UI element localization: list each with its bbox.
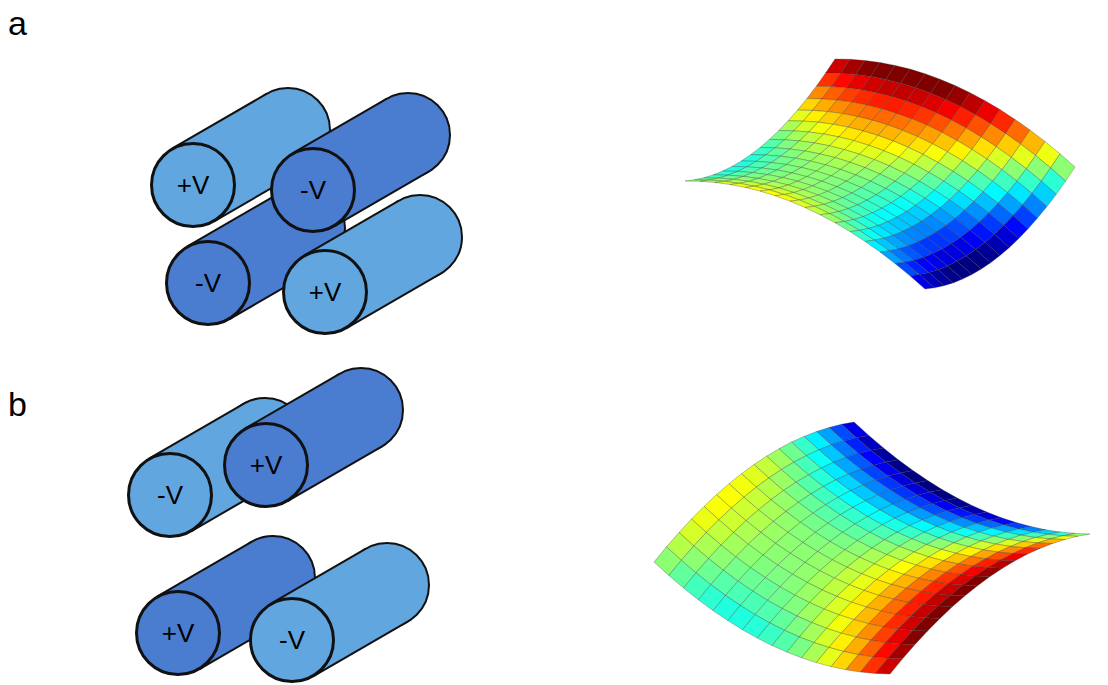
surface-patch: [900, 630, 927, 644]
rod-front: [128, 453, 212, 537]
surface-patch: [988, 560, 1015, 568]
voltage-label: -V: [300, 175, 326, 206]
voltage-label: -V: [157, 480, 183, 511]
surface-patch: [790, 200, 814, 208]
surface-patch: [850, 230, 874, 241]
rod-end: -V: [166, 241, 250, 325]
rod-end: +V: [283, 250, 367, 334]
rod-front: [271, 148, 355, 232]
rod-front: [283, 250, 367, 334]
surface-patch: [1038, 539, 1065, 544]
surface-patch: [875, 658, 902, 674]
rod-edge: [245, 374, 340, 429]
surface-patch: [1000, 554, 1027, 561]
surface-patch: [950, 585, 977, 596]
rod-front: [250, 598, 334, 682]
voltage-label: +V: [309, 277, 342, 308]
voltage-label: +V: [162, 618, 195, 649]
rod-end: +V: [224, 423, 308, 507]
rod-edge: [292, 99, 387, 154]
rod-edge: [271, 549, 366, 604]
voltage-label: -V: [195, 268, 221, 299]
rod-edge: [157, 542, 252, 597]
surface-patch: [938, 595, 965, 606]
surface-patch: [1025, 543, 1052, 549]
surface-patch: [910, 275, 934, 289]
rod: [224, 368, 403, 507]
rod-front: [166, 241, 250, 325]
rod-end: +V: [136, 591, 220, 675]
surface-patch: [895, 262, 919, 276]
surface-patch: [820, 214, 844, 223]
surface-patch: [888, 644, 915, 659]
rod-front: [224, 423, 308, 507]
saddle-surface: [685, 59, 1075, 289]
surface-patch: [975, 568, 1002, 577]
panel-letter: a: [8, 4, 27, 43]
surface-patch: [1013, 548, 1040, 554]
voltage-label: +V: [177, 170, 210, 201]
surface-patch: [913, 618, 940, 631]
rod-end: -V: [271, 148, 355, 232]
rod-end: -V: [128, 453, 212, 537]
surface-patch: [775, 195, 799, 202]
rod-end: -V: [250, 598, 334, 682]
surface-patch: [880, 251, 904, 264]
rod: [250, 543, 429, 682]
surface-patch: [835, 222, 859, 232]
surface-patch: [925, 606, 952, 618]
voltage-label: -V: [279, 625, 305, 656]
rod-front: [136, 591, 220, 675]
rod-edge: [172, 94, 267, 149]
rod-end: +V: [151, 143, 235, 227]
panel-letter: b: [8, 385, 27, 424]
voltage-label: +V: [250, 450, 283, 481]
surface-patch: [865, 240, 889, 252]
rod-front: [151, 143, 235, 227]
surface-patch: [963, 576, 990, 586]
saddle-surface: [654, 422, 1090, 674]
surface-patch: [805, 206, 829, 214]
